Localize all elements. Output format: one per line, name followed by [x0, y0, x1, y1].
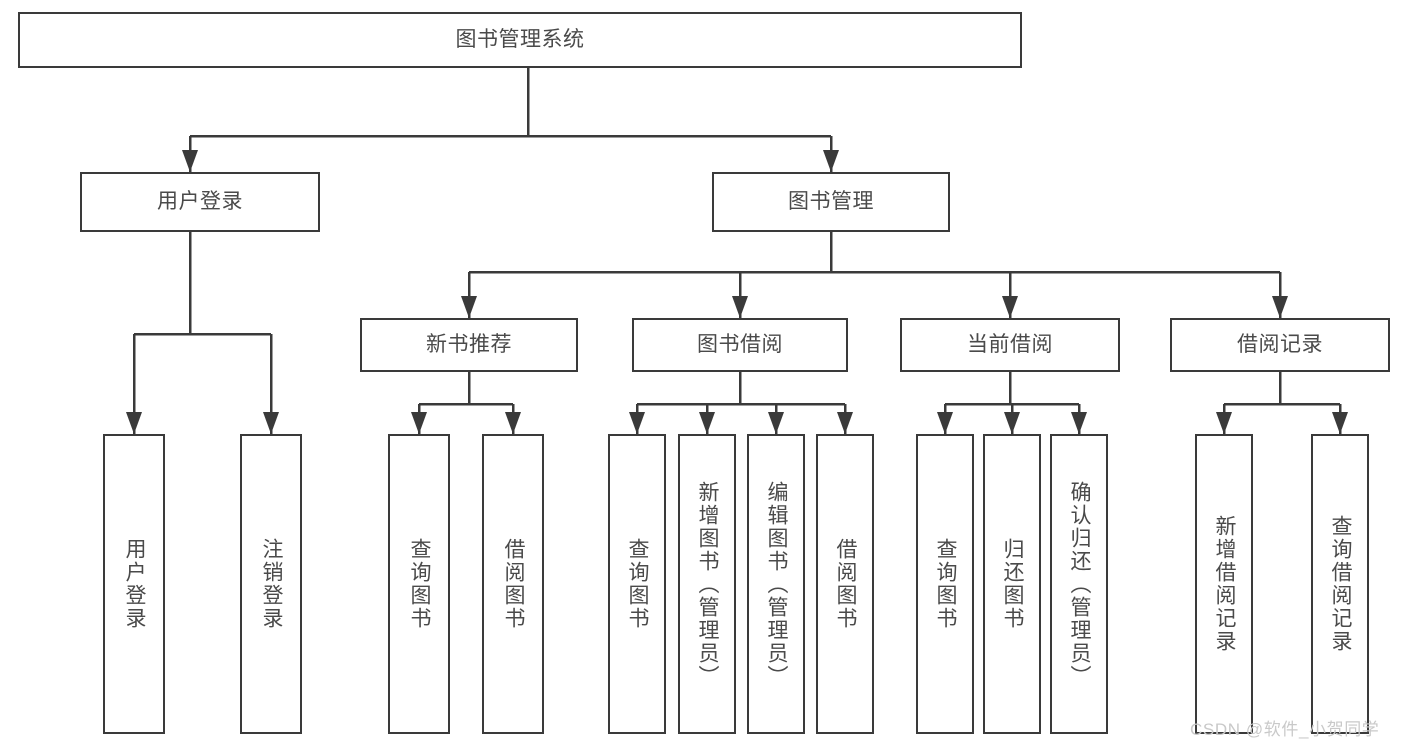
arrowhead-icon-borrow_record	[1272, 296, 1288, 318]
connector-group	[126, 68, 1348, 434]
node-label: 新增借阅记录	[1213, 515, 1237, 653]
node-leaf_query_book_3[interactable]: 查询图书	[916, 434, 974, 734]
node-leaf_borrow_book_2[interactable]: 借阅图书	[816, 434, 874, 734]
arrowhead-icon-leaf_query_record	[1332, 412, 1348, 434]
arrowhead-icon-leaf_user_login	[126, 412, 142, 434]
node-borrow_record[interactable]: 借阅记录	[1170, 318, 1390, 372]
arrowhead-icon-leaf_query_book_1	[411, 412, 427, 434]
node-leaf_edit_book[interactable]: 编辑图书（管理员）	[747, 434, 805, 734]
node-book_borrow[interactable]: 图书借阅	[632, 318, 848, 372]
arrowhead-icon-leaf_return_book	[1004, 412, 1020, 434]
node-label: 新书推荐	[426, 332, 512, 356]
node-leaf_query_book_2[interactable]: 查询图书	[608, 434, 666, 734]
node-label: 新增图书（管理员）	[696, 480, 720, 688]
node-book_manage[interactable]: 图书管理	[712, 172, 950, 232]
node-label: 查询图书	[934, 538, 958, 630]
node-label: 编辑图书（管理员）	[765, 480, 789, 688]
node-label: 确认归还（管理员）	[1068, 480, 1092, 688]
node-label: 查询图书	[408, 538, 432, 630]
arrowhead-icon-leaf_add_book	[699, 412, 715, 434]
node-label: 查询借阅记录	[1329, 515, 1353, 653]
node-label: 查询图书	[626, 538, 650, 630]
node-label: 借阅图书	[502, 538, 526, 630]
node-new_book_rec[interactable]: 新书推荐	[360, 318, 578, 372]
node-leaf_logout[interactable]: 注销登录	[240, 434, 302, 734]
node-label: 用户登录	[123, 538, 147, 630]
arrowhead-icon-current_borrow	[1002, 296, 1018, 318]
node-label: 借阅图书	[834, 538, 858, 630]
node-label: 图书管理	[788, 189, 874, 213]
node-label: 归还图书	[1001, 538, 1025, 630]
node-label: 借阅记录	[1237, 332, 1323, 356]
arrowhead-icon-leaf_query_book_3	[937, 412, 953, 434]
node-label: 用户登录	[157, 189, 243, 213]
node-user_login[interactable]: 用户登录	[80, 172, 320, 232]
csdn-watermark: CSDN @软件_小贺同学	[1190, 720, 1380, 739]
node-leaf_query_record[interactable]: 查询借阅记录	[1311, 434, 1369, 734]
arrowhead-icon-leaf_edit_book	[768, 412, 784, 434]
node-label: 当前借阅	[967, 332, 1053, 356]
node-leaf_add_book[interactable]: 新增图书（管理员）	[678, 434, 736, 734]
node-leaf_confirm_return[interactable]: 确认归还（管理员）	[1050, 434, 1108, 734]
arrowhead-icon-leaf_borrow_book_2	[837, 412, 853, 434]
arrowhead-icon-user_login	[182, 150, 198, 172]
arrowhead-icon-book_borrow	[732, 296, 748, 318]
arrowhead-icon-new_book_rec	[461, 296, 477, 318]
node-label: 注销登录	[260, 538, 284, 630]
node-leaf_borrow_book_1[interactable]: 借阅图书	[482, 434, 544, 734]
node-label: 图书借阅	[697, 332, 783, 356]
arrowhead-icon-leaf_borrow_book_1	[505, 412, 521, 434]
arrowhead-icon-leaf_add_record	[1216, 412, 1232, 434]
arrowhead-icon-leaf_logout	[263, 412, 279, 434]
node-label: 图书管理系统	[455, 27, 585, 51]
node-leaf_query_book_1[interactable]: 查询图书	[388, 434, 450, 734]
node-leaf_user_login[interactable]: 用户登录	[103, 434, 165, 734]
node-current_borrow[interactable]: 当前借阅	[900, 318, 1120, 372]
arrowhead-icon-leaf_query_book_2	[629, 412, 645, 434]
node-leaf_add_record[interactable]: 新增借阅记录	[1195, 434, 1253, 734]
node-leaf_return_book[interactable]: 归还图书	[983, 434, 1041, 734]
node-root[interactable]: 图书管理系统	[18, 12, 1022, 68]
arrowhead-icon-leaf_confirm_return	[1071, 412, 1087, 434]
arrowhead-icon-book_manage	[823, 150, 839, 172]
